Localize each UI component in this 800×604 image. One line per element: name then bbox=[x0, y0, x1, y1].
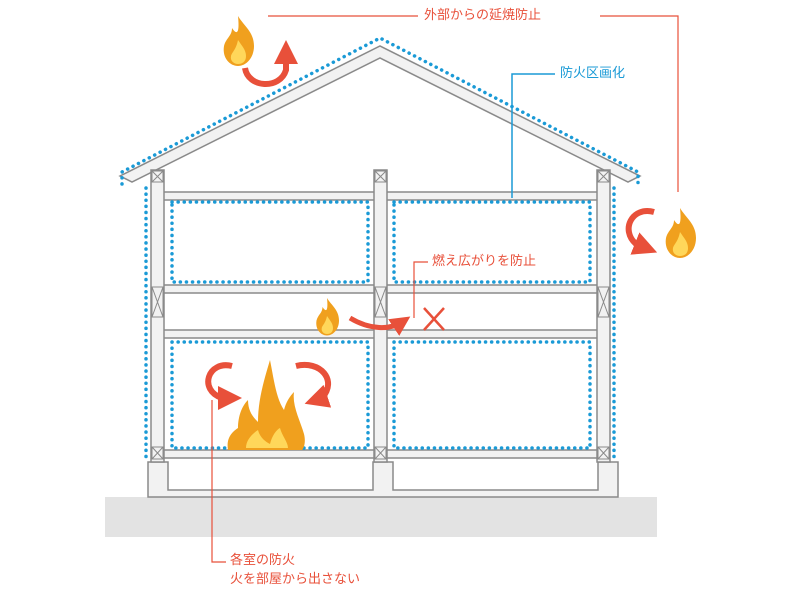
circular-arrow-icon bbox=[295, 361, 332, 408]
red-leader-lines bbox=[211, 15, 679, 563]
circular-arrow-icon bbox=[242, 40, 298, 87]
posts bbox=[150, 169, 611, 463]
room-protection-sublabel: 火を部屋から出さない bbox=[230, 572, 361, 587]
flame-icon bbox=[665, 208, 696, 258]
fire-compartment-lines bbox=[120, 36, 640, 464]
arrow-icon bbox=[348, 315, 411, 336]
flame-icon bbox=[227, 360, 305, 450]
room-protection-label: 各室の防火 bbox=[230, 553, 296, 568]
circular-arrow-icon bbox=[205, 362, 242, 410]
roof bbox=[118, 45, 642, 183]
compartment-leader-line bbox=[511, 73, 555, 198]
post-braces bbox=[151, 170, 610, 460]
ground bbox=[105, 497, 657, 537]
circular-arrow-icon bbox=[625, 208, 658, 255]
flame-icon bbox=[316, 298, 339, 336]
foundation bbox=[147, 461, 619, 498]
external-fire-label: 外部からの延焼防止 bbox=[418, 7, 548, 25]
flame-icon bbox=[223, 16, 254, 66]
compartment-label: 防火区画化 bbox=[560, 66, 626, 81]
spread-prevention-label: 燃え広がりを防止 bbox=[432, 254, 537, 269]
cross-icon bbox=[423, 307, 445, 331]
